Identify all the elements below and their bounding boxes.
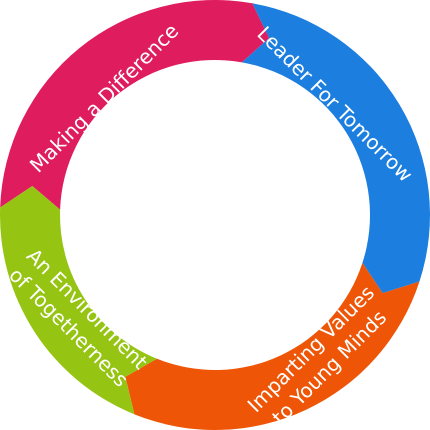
- cycle-segment-blue: [241, 3, 430, 294]
- cycle-segment-pink: [0, 0, 270, 210]
- cycle-segment-orange: [125, 262, 420, 430]
- cycle-segment-green: [0, 186, 157, 415]
